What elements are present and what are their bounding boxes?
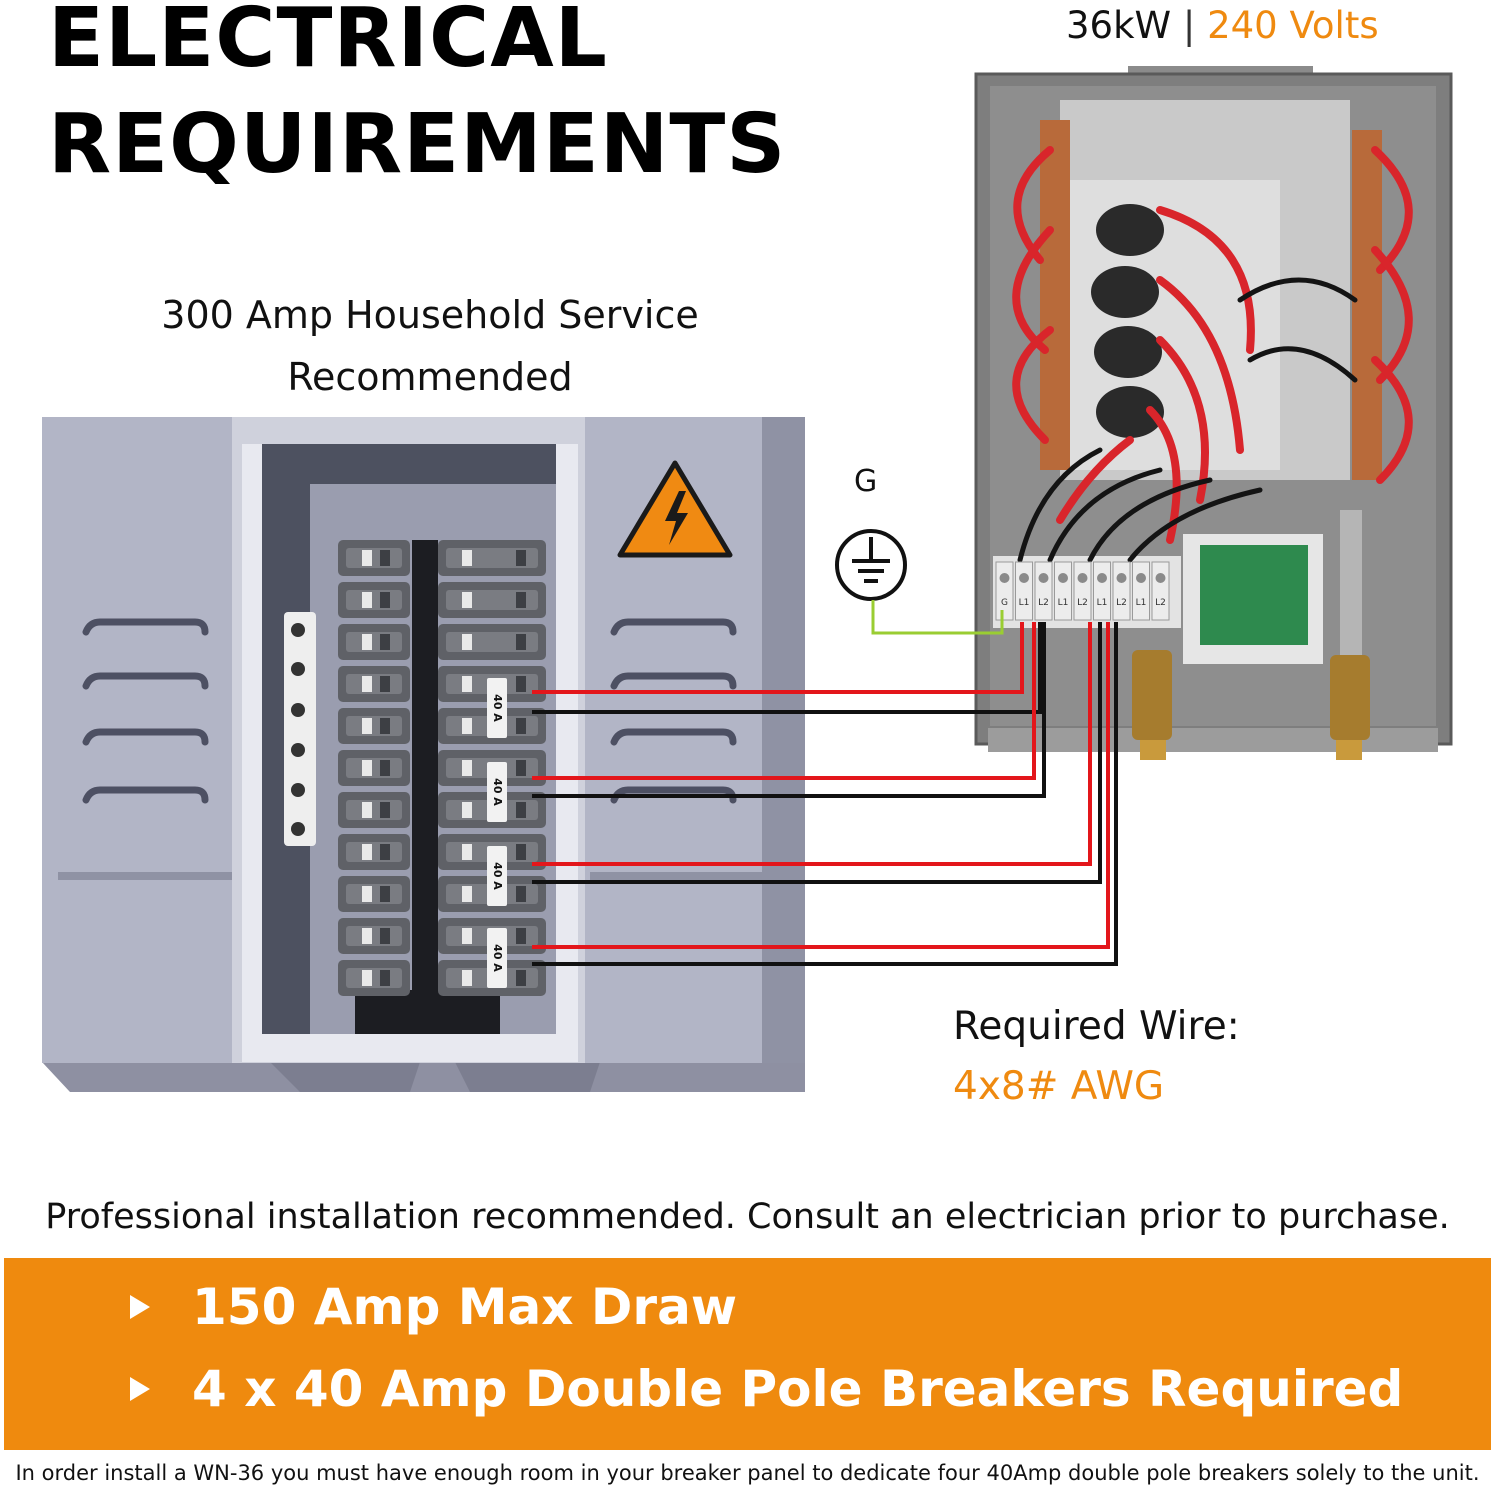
terminal-screw: L2: [1151, 561, 1170, 621]
breaker-switch: [338, 582, 410, 618]
ground-symbol-icon: [835, 529, 907, 601]
breaker-switch: [338, 960, 410, 996]
installation-notice: Professional installation recommended. C…: [45, 1197, 1450, 1237]
hot-wire: [532, 622, 1036, 780]
service-line-1: 300 Amp Household Service: [161, 293, 699, 337]
breaker-switch: [438, 708, 546, 744]
panel-vents-left: [82, 618, 209, 804]
breaker-switch: [438, 540, 546, 576]
terminal-screw: L1: [1054, 561, 1072, 621]
voltage-rating: 240 Volts: [1207, 4, 1379, 47]
terminal-screw: L1: [1093, 561, 1111, 621]
feed-wires: [532, 622, 1118, 966]
breaker-switch: [438, 624, 546, 660]
high-voltage-warning-icon: [617, 460, 733, 558]
water-heater-unit: [974, 66, 1453, 752]
bullet-arrow-icon: [130, 1294, 150, 1319]
bullet-arrow-icon: [130, 1376, 150, 1401]
internal-wiring: [1012, 146, 1413, 563]
panel-bus-bar: [284, 612, 316, 846]
breaker-rating-label: 40 A: [487, 928, 507, 988]
breaker-rating-label: 40 A: [487, 846, 507, 906]
hot-wire: [532, 622, 1110, 949]
requirements-band: 150 Amp Max Draw 4 x 40 Amp Double Pole …: [4, 1258, 1491, 1450]
terminal-screw: G: [995, 561, 1014, 621]
bullet-text: 150 Amp Max Draw: [192, 1278, 738, 1336]
water-fittings: [1132, 650, 1370, 760]
spec-label: 36kW | 240 Volts: [1066, 4, 1379, 48]
terminal-screw: L2: [1034, 561, 1053, 621]
svg-text:L1: L1: [1058, 598, 1069, 608]
bullet-breakers: 4 x 40 Amp Double Pole Breakers Required: [130, 1360, 1403, 1418]
bullet-text: 4 x 40 Amp Double Pole Breakers Required: [192, 1360, 1404, 1418]
svg-text:L2: L2: [1077, 598, 1088, 608]
svg-text:L2: L2: [1155, 598, 1166, 608]
breaker-switch: [338, 834, 410, 870]
svg-text:40 A: 40 A: [491, 944, 504, 972]
svg-text:40 A: 40 A: [491, 862, 504, 890]
hot-wire: [532, 622, 1092, 866]
footnote: In order install a WN-36 you must have e…: [15, 1461, 1480, 1485]
svg-text:L1: L1: [1097, 598, 1108, 608]
ground-label: G: [854, 464, 878, 499]
terminal-screw: L2: [1112, 561, 1131, 621]
spec-separator: |: [1182, 4, 1196, 47]
svg-text:L1: L1: [1019, 598, 1030, 608]
return-wire: [532, 622, 1046, 798]
breaker-rating-label: 40 A: [487, 678, 507, 738]
service-recommendation: 300 Amp Household Service Recommended: [130, 284, 730, 408]
breaker-switch: [338, 708, 410, 744]
breaker-column: 40 A 40 A 40 A 40 A: [338, 540, 546, 996]
breaker-switch: [338, 918, 410, 954]
return-wire: [532, 622, 1042, 714]
breaker-switch: [338, 750, 410, 786]
hot-wire: [532, 622, 1024, 694]
title-line-2: REQUIREMENTS: [48, 97, 787, 192]
svg-text:40 A: 40 A: [491, 694, 504, 722]
breaker-switch: [338, 666, 410, 702]
title-line-1: ELECTRICAL: [48, 0, 608, 86]
svg-text:G: G: [1001, 598, 1008, 608]
terminal-block: G L1 L2 L1 L2 L1 L2 L1 L2: [995, 561, 1170, 621]
terminal-screw: L1: [1132, 561, 1150, 621]
power-rating: 36kW: [1066, 4, 1172, 47]
heating-elements: [1091, 204, 1164, 438]
breaker-rating-label: 40 A: [487, 762, 507, 822]
return-wire: [532, 622, 1102, 884]
ground-wire: [871, 600, 1004, 635]
required-wire-value: 4x8# AWG: [953, 1064, 1165, 1109]
breaker-switch: [338, 624, 410, 660]
svg-text:L2: L2: [1038, 598, 1049, 608]
breaker-switch: [338, 876, 410, 912]
page-title: ELECTRICAL REQUIREMENTS: [48, 0, 786, 198]
svg-text:L1: L1: [1136, 598, 1147, 608]
svg-text:L2: L2: [1116, 598, 1127, 608]
breaker-switch: [338, 540, 410, 576]
return-wire: [532, 622, 1118, 966]
required-wire-label: Required Wire:: [953, 1004, 1240, 1049]
terminal-screw: L2: [1073, 561, 1092, 621]
svg-text:40 A: 40 A: [491, 778, 504, 806]
service-line-2: Recommended: [287, 355, 573, 399]
breaker-switch: [438, 582, 546, 618]
terminal-screw: L1: [1015, 561, 1033, 621]
required-wire: Required Wire: 4x8# AWG: [953, 997, 1240, 1117]
breaker-switch: [338, 792, 410, 828]
bullet-max-draw: 150 Amp Max Draw: [130, 1278, 737, 1336]
